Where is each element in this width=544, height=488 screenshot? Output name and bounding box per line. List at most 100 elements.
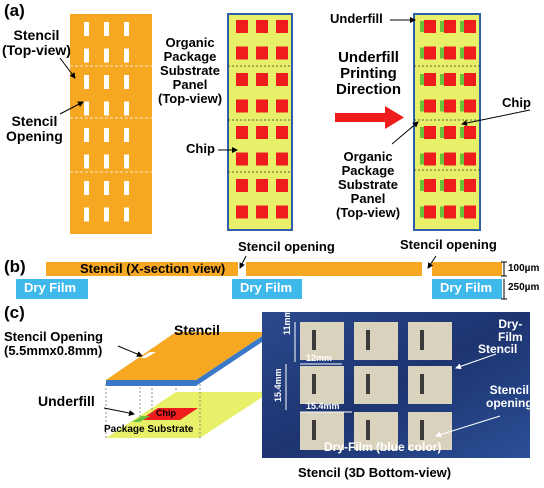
stencil-opening-slot bbox=[124, 22, 129, 36]
cross-section bbox=[16, 262, 502, 299]
chip bbox=[444, 46, 456, 60]
underfill-strip bbox=[420, 100, 424, 112]
underfill-strip bbox=[440, 100, 444, 112]
underfill-label-a: Underfill bbox=[330, 11, 383, 26]
stencil-opening-slot bbox=[84, 181, 89, 195]
chip bbox=[276, 20, 288, 33]
underfill-strip bbox=[460, 206, 464, 218]
stencil-openings bbox=[84, 22, 129, 222]
dim-15-4mm-horizontal: 15.4mm bbox=[306, 401, 340, 411]
chip bbox=[256, 73, 268, 86]
dry-film-pad bbox=[300, 322, 344, 360]
chip bbox=[444, 179, 456, 192]
chip bbox=[256, 205, 268, 219]
dry-film-pad bbox=[354, 366, 398, 404]
chip bbox=[464, 126, 476, 139]
chip bbox=[236, 179, 248, 192]
panel-a-tag: (a) bbox=[4, 1, 25, 20]
stencil-slot bbox=[366, 374, 370, 394]
chip bbox=[424, 205, 436, 219]
chip bbox=[236, 152, 248, 166]
chip bbox=[236, 46, 248, 60]
chip bbox=[424, 46, 436, 60]
stencil-slot bbox=[312, 330, 316, 350]
substrate-panel-2 bbox=[413, 13, 481, 231]
stencil-slot bbox=[366, 330, 370, 350]
panel-c-tag: (c) bbox=[4, 303, 25, 322]
dry-film-pad bbox=[300, 412, 344, 450]
panel-1-chips bbox=[236, 20, 288, 219]
underfill-strip bbox=[420, 206, 424, 218]
chip bbox=[256, 99, 268, 113]
panel-b-leaders bbox=[239, 255, 507, 300]
chip bbox=[424, 126, 436, 139]
dry-film-pad bbox=[300, 366, 344, 404]
chip bbox=[276, 99, 288, 113]
chip bbox=[424, 152, 436, 166]
dim-12mm: 12mm bbox=[306, 353, 333, 363]
dry-film-pad bbox=[408, 366, 452, 404]
dim-11mm: 11mm bbox=[282, 309, 292, 335]
stencil-opening-slot bbox=[124, 101, 129, 116]
underfill-strip bbox=[460, 21, 464, 32]
underfill-strip bbox=[460, 180, 464, 191]
substrate-panel-1 bbox=[227, 13, 293, 231]
stencil-opening-slot bbox=[124, 207, 129, 222]
stencil-photo bbox=[262, 312, 530, 458]
stencil-opening-label-1: Stencil opening bbox=[238, 239, 335, 254]
package-substrate-label: Package Substrate bbox=[104, 424, 194, 435]
photo-dryfilm-pads bbox=[300, 322, 452, 450]
stencil-opening-slot bbox=[124, 48, 129, 63]
stencil-opening-slot bbox=[84, 75, 89, 89]
dry-film-label-3: Dry Film bbox=[440, 280, 493, 295]
stencil-label-c: Stencil bbox=[174, 322, 220, 338]
underfill-strip bbox=[440, 47, 444, 59]
underfill-strip bbox=[440, 21, 444, 32]
chip bbox=[444, 20, 456, 33]
underfill-strip bbox=[460, 100, 464, 112]
dry-film-pad bbox=[354, 412, 398, 450]
stencil-opening-slot bbox=[84, 101, 89, 116]
chip bbox=[256, 20, 268, 33]
photo-dimension-lines bbox=[285, 322, 501, 438]
stencil-opening-slot bbox=[104, 48, 109, 63]
thickness-dryfilm: 250µm bbox=[508, 282, 540, 293]
underfill-strip bbox=[420, 180, 424, 191]
underfill-strip bbox=[420, 127, 424, 138]
printing-direction-arrow bbox=[335, 106, 404, 129]
underfill-strip bbox=[420, 74, 424, 85]
chip bbox=[464, 73, 476, 86]
stencil-opening-slot bbox=[104, 154, 109, 169]
chip bbox=[464, 179, 476, 192]
stencil-slot bbox=[420, 330, 424, 350]
stencil-slot bbox=[312, 374, 316, 394]
underfill-strip bbox=[460, 153, 464, 165]
stencil-opening-slot bbox=[104, 22, 109, 36]
stencil-xsection-label: Stencil (X-section view) bbox=[80, 261, 226, 276]
panel-c-leaders bbox=[103, 345, 143, 416]
thickness-stencil: 100µm bbox=[508, 263, 540, 274]
chip bbox=[256, 179, 268, 192]
stencil-opening-slot bbox=[84, 48, 89, 63]
underfill-strip bbox=[420, 21, 424, 32]
underfill-strip bbox=[420, 47, 424, 59]
dry-film-pad bbox=[354, 322, 398, 360]
stencil-slot bbox=[420, 420, 424, 440]
stencil-slot bbox=[312, 420, 316, 440]
chip bbox=[464, 20, 476, 33]
chip bbox=[276, 73, 288, 86]
dry-film-label-2: Dry Film bbox=[240, 280, 293, 295]
dry-film-pad bbox=[408, 322, 452, 360]
chip bbox=[464, 152, 476, 166]
underfill-strip bbox=[440, 74, 444, 85]
stencil-opening-slot bbox=[104, 101, 109, 116]
stencil-3d-schematic bbox=[105, 332, 271, 438]
chip-label-1: Chip bbox=[186, 141, 215, 156]
chip-label-2: Chip bbox=[502, 95, 531, 110]
stencil-opening-slot bbox=[84, 128, 89, 142]
chip bbox=[444, 99, 456, 113]
